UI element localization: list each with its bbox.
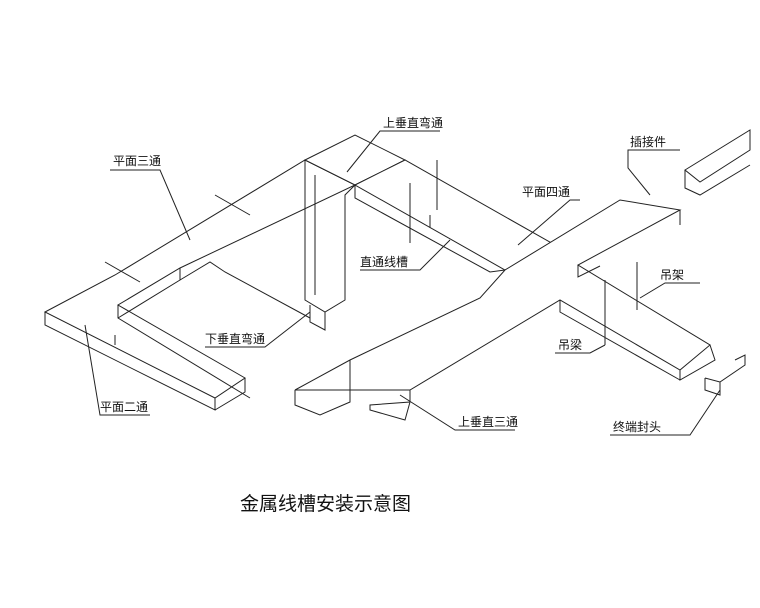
left-tray-assembly	[43, 159, 357, 411]
loose-tray-piece	[684, 129, 751, 196]
vertical-bend-column	[303, 134, 407, 331]
label-flat-elbow: 平面二通	[100, 400, 148, 414]
leader-lines	[84, 130, 721, 436]
label-flat-tee: 平面三通	[113, 154, 161, 168]
label-end-cap: 终端封头	[613, 419, 661, 434]
label-flat-cross: 平面四通	[522, 185, 570, 199]
label-straight-tray: 直通线槽	[360, 255, 408, 269]
label-lower-vertical-bend: 下垂直弯通	[205, 331, 265, 346]
label-upper-vertical-tee: 上垂直三通	[458, 415, 518, 429]
diagram-title: 金属线槽安装示意图	[240, 493, 411, 515]
label-upper-vertical-bend: 上垂直弯通	[383, 115, 443, 130]
flat-cross-assembly	[294, 199, 716, 421]
label-connector: 插接件	[630, 134, 666, 149]
label-hanger-beam: 吊梁	[558, 337, 582, 352]
end-cap	[704, 354, 746, 396]
label-hanger-right: 吊架	[660, 268, 684, 282]
